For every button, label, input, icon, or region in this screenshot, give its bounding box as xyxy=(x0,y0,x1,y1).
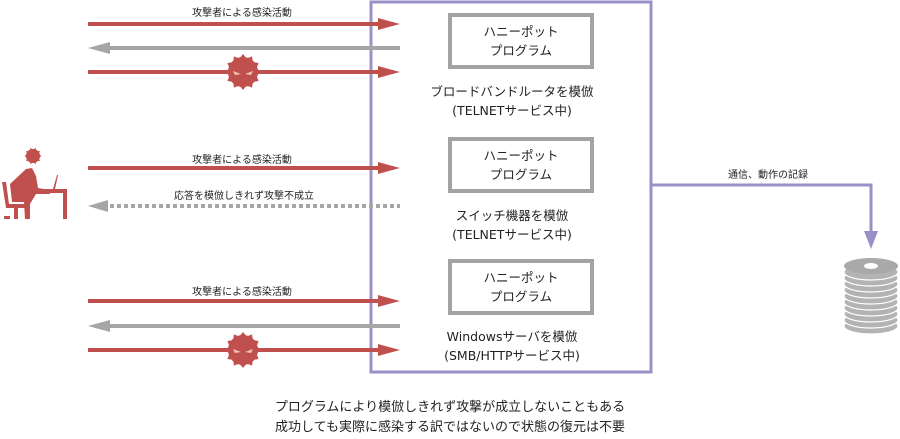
infection-arrowhead xyxy=(378,66,400,78)
caption-line2: 成功しても実際に感染する訳ではないので状態の復元は不要 xyxy=(0,418,900,438)
caption-line1: プログラムにより模倣しきれず攻撃が成立しないこともある xyxy=(0,398,900,418)
emulation-line2: (TELNETサービス中) xyxy=(452,225,572,244)
attack-arrowhead xyxy=(378,162,400,174)
attack-arrowhead xyxy=(378,295,400,307)
response-arrowhead xyxy=(88,42,110,54)
disk-hole xyxy=(864,263,878,269)
emulation-line1: スイッチ機器を模倣 xyxy=(452,206,572,225)
virus-icon xyxy=(225,54,261,90)
arrow-label-group-3: 攻撃者による感染活動 xyxy=(192,283,292,298)
honeypot-program-box-2: ハニーポット プログラム xyxy=(448,137,594,193)
emulation-label-2: スイッチ機器を模倣 (TELNETサービス中) xyxy=(452,206,572,244)
logging-arrowhead xyxy=(864,231,878,249)
logging-label: 通信、動作の記録 xyxy=(728,166,808,181)
honeypot-program-box-1: ハニーポット プログラム xyxy=(448,13,594,69)
emulation-line2: (SMB/HTTPサービス中) xyxy=(444,346,580,365)
program-label-line2: プログラム xyxy=(490,41,552,60)
emulation-label-3: Windowsサーバを模倣 (SMB/HTTPサービス中) xyxy=(444,327,580,365)
emulation-label-1: ブロードバンドルータを模倣 (TELNETサービス中) xyxy=(430,82,593,120)
response-arrowhead xyxy=(88,320,110,332)
program-label-line1: ハニーポット xyxy=(483,22,558,41)
emulation-line2: (TELNETサービス中) xyxy=(430,101,593,120)
virus-icon xyxy=(225,332,261,368)
emulation-line1: Windowsサーバを模倣 xyxy=(444,327,580,346)
program-label-line1: ハニーポット xyxy=(483,146,558,165)
response-label-group-2: 応答を模倣しきれず攻撃不成立 xyxy=(174,187,314,202)
honeypot-program-box-3: ハニーポット プログラム xyxy=(448,259,594,315)
arrow-label-group-2: 攻撃者による感染活動 xyxy=(192,151,292,166)
attacker-at-computer-icon xyxy=(2,148,67,219)
program-label-line2: プログラム xyxy=(490,287,552,306)
attack-arrowhead xyxy=(378,18,400,30)
emulation-line1: ブロードバンドルータを模倣 xyxy=(430,82,593,101)
failed-response-arrowhead xyxy=(88,200,108,212)
arrow-label-group-1: 攻撃者による感染活動 xyxy=(192,4,292,19)
caption: プログラムにより模倣しきれず攻撃が成立しないこともある 成功しても実際に感染する… xyxy=(0,398,900,438)
program-label-line1: ハニーポット xyxy=(483,268,558,287)
infection-arrowhead xyxy=(378,344,400,356)
program-label-line2: プログラム xyxy=(490,165,552,184)
disk-stack-icon xyxy=(844,258,898,334)
logging-connector xyxy=(651,185,871,235)
